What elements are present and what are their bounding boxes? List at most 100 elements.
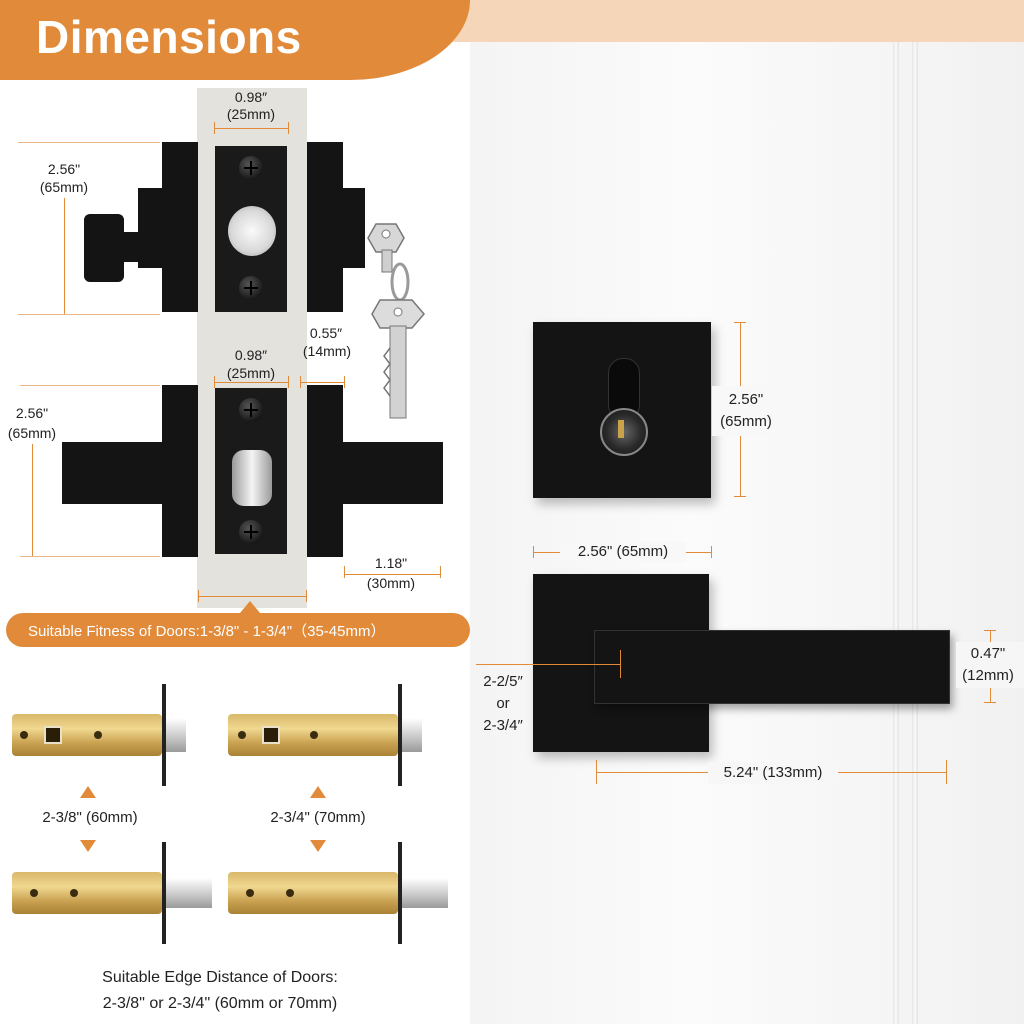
latch-plate-width-mm-label: (25mm)	[226, 365, 276, 381]
dimension-tick	[734, 496, 746, 497]
latch-faceplate-edge	[398, 684, 402, 786]
door-thickness-text: Suitable Fitness of Doors:1-3/8" - 1-3/4…	[28, 623, 386, 640]
spindle-label: 0.55″	[309, 325, 343, 341]
latch-bolt-tip	[402, 718, 422, 752]
rose-width-label: 2.56" (65mm)	[577, 543, 669, 560]
projection-label: 1.18"	[374, 555, 408, 571]
door-groove	[912, 42, 918, 1024]
header-accent-band	[430, 0, 1024, 42]
dimension-line	[198, 596, 306, 597]
edge-distance-title: Suitable Edge Distance of Doors:	[102, 969, 338, 986]
lever-length-label: 5.24" (133mm)	[723, 764, 823, 781]
latch-hole	[286, 889, 294, 897]
latch-70mm-extended	[228, 872, 398, 914]
deadbolt-rose-outside	[307, 142, 343, 312]
dimension-line	[476, 664, 620, 665]
deadbolt-plate-width-mm-label: (25mm)	[226, 106, 276, 122]
dimension-tick	[288, 376, 289, 388]
dimension-tick	[946, 760, 947, 784]
lever-height-label: 2.56"	[15, 405, 49, 421]
dimension-line	[32, 444, 33, 556]
projection-mm-label: (30mm)	[366, 575, 416, 591]
dimension-tick	[288, 122, 289, 134]
dimension-tick	[300, 376, 301, 388]
latch-70mm-label: 2-3/4" (70mm)	[270, 809, 366, 826]
deadbolt-height-mm-label: (65mm)	[39, 179, 89, 195]
screw-icon	[239, 398, 263, 422]
dimension-tick	[306, 590, 307, 602]
door-thickness-banner: Suitable Fitness of Doors:1-3/8" - 1-3/4…	[6, 613, 470, 647]
latch-faceplate-edge	[162, 842, 166, 944]
latch-hole	[94, 731, 102, 739]
extension-line	[20, 556, 160, 557]
deadbolt-plate-width-label: 0.98″	[234, 89, 268, 105]
extension-line	[18, 142, 160, 143]
arrow-down-icon	[310, 840, 326, 852]
dimension-line	[344, 574, 440, 575]
label-backdrop	[712, 386, 792, 436]
deadbolt-rose-inside	[162, 142, 198, 312]
keyway	[618, 420, 624, 438]
latch-plate-width-label: 0.98″	[234, 347, 268, 363]
latch-hole	[238, 731, 246, 739]
cylinder-housing	[343, 188, 365, 268]
lever-thickness-label: 0.47"	[970, 645, 1006, 662]
thumb-turn	[84, 214, 124, 282]
latch-faceplate-edge	[398, 842, 402, 944]
dimension-tick	[596, 760, 597, 784]
installed-deadbolt-height-label: 2.56"	[728, 391, 764, 408]
screw-icon	[239, 520, 263, 544]
latch-60mm-label: 2-3/8" (60mm)	[42, 809, 138, 826]
latch-bolt-tip	[166, 878, 212, 908]
lever-handle	[594, 630, 950, 704]
dimension-tick	[984, 630, 996, 631]
arrow-up-icon	[310, 786, 326, 798]
latch-60mm-retracted	[12, 714, 162, 756]
latch-hole	[20, 731, 28, 739]
dimension-tick	[620, 650, 621, 678]
label-backdrop	[956, 642, 1024, 688]
lever-height-mm-label: (65mm)	[7, 425, 57, 441]
latch-hole	[30, 889, 38, 897]
lever-handle-inside	[62, 442, 162, 504]
latch-bolt-tip	[166, 718, 186, 752]
latch-hole	[70, 889, 78, 897]
keyhole-icon	[600, 408, 648, 456]
dimension-tick	[711, 546, 712, 558]
thumb-turn-stem	[118, 232, 140, 262]
backset-label-1: 2-2/5″	[483, 673, 523, 690]
lever-thickness-mm-label: (12mm)	[962, 667, 1014, 684]
latch-hole	[310, 731, 318, 739]
latch-bolt-tip	[402, 878, 448, 908]
dimension-tick	[984, 702, 996, 703]
door-panel	[470, 42, 1024, 1024]
deadbolt-height-label: 2.56"	[47, 161, 81, 177]
lever-handle-outside	[343, 442, 443, 504]
deadbolt-housing	[138, 188, 164, 268]
dimension-tick	[214, 122, 215, 134]
latch-square-hole	[262, 726, 280, 744]
backset-label-or: or	[496, 695, 510, 712]
dimension-tick	[214, 376, 215, 388]
banner-pointer	[240, 601, 260, 613]
header-banner	[0, 0, 470, 80]
dimension-tick	[344, 376, 345, 388]
latch-square-hole	[44, 726, 62, 744]
latch-bolt	[232, 450, 272, 506]
dimension-line	[300, 382, 344, 383]
deadbolt-bolt	[228, 206, 276, 256]
lever-rose-inside	[162, 385, 198, 557]
label-backdrop	[560, 542, 686, 562]
dimension-tick	[734, 322, 746, 323]
backset-label-2: 2-3/4″	[483, 717, 523, 734]
key-icon	[367, 223, 425, 419]
latch-hole	[246, 889, 254, 897]
page-title: Dimensions	[36, 11, 302, 63]
extension-line	[18, 314, 160, 315]
dimension-line	[214, 128, 288, 129]
arrow-up-icon	[80, 786, 96, 798]
screw-icon	[239, 156, 263, 180]
latch-faceplate-edge	[162, 684, 166, 786]
dimension-tick	[198, 590, 199, 602]
extension-line	[20, 385, 160, 386]
